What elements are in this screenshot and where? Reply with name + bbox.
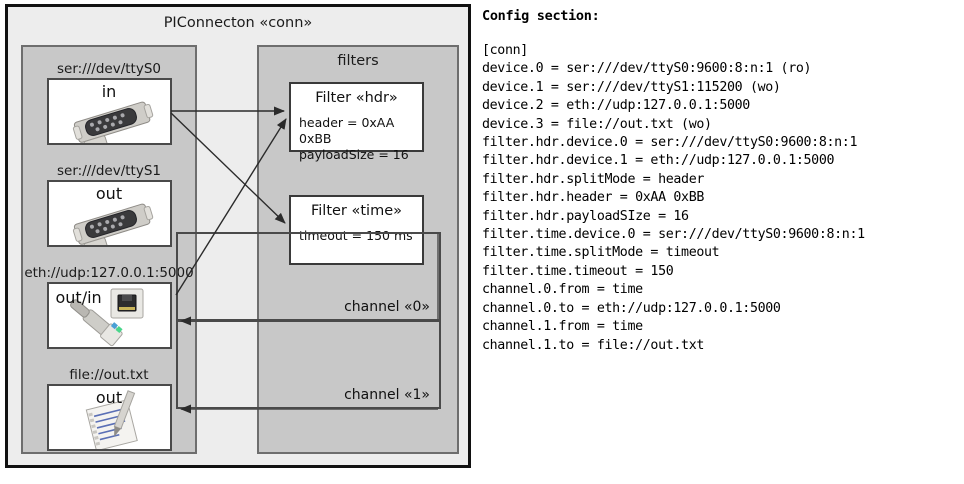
device-direction: out/in <box>55 288 102 307</box>
config-line: [conn] <box>482 43 528 58</box>
device-direction: out <box>95 388 123 407</box>
config-line: filter.hdr.header = 0xAA 0xBB <box>482 190 705 206</box>
text-file-icon <box>85 390 138 449</box>
device-eth-udp[interactable]: eth://udp:127.0.0.1:5000 out/in <box>23 265 195 349</box>
config-line: filter.time.timeout = 150 <box>482 263 674 279</box>
filter-attribute: header = 0xAA 0xBB <box>299 115 395 146</box>
device-box[interactable]: out <box>46 180 172 247</box>
channel-1-label: channel «1» <box>344 387 430 403</box>
config-line: device.2 = eth://udp:127.0.0.1:5000 <box>482 98 750 114</box>
config-heading: Config section: <box>482 8 600 24</box>
device-label: file://out.txt <box>69 367 149 383</box>
config-line: channel.1.from = time <box>482 319 643 335</box>
config-section: Config section: [conn] device.0 = ser:///… <box>482 8 960 355</box>
device-label: ser:///dev/ttyS1 <box>57 163 161 179</box>
devices-panel: ser:///dev/ttyS0 in <box>21 45 197 454</box>
channel-0-box[interactable]: channel «0» <box>176 232 441 321</box>
filter-title: Filter «hdr» <box>315 90 398 106</box>
device-box[interactable]: out/in <box>46 282 172 349</box>
device-ser-ttys0[interactable]: ser:///dev/ttyS0 in <box>23 61 195 145</box>
config-line: filter.time.splitMode = timeout <box>482 245 720 261</box>
config-line: channel.0.from = time <box>482 282 643 298</box>
device-label: eth://udp:127.0.0.1:5000 <box>24 265 194 281</box>
config-line: device.0 = ser:///dev/ttyS0:9600:8:n:1 (… <box>482 61 812 77</box>
device-ser-ttys1[interactable]: ser:///dev/ttyS1 out <box>23 163 195 247</box>
device-direction: in <box>101 82 117 101</box>
config-line: filter.hdr.device.0 = ser:///dev/ttyS0:9… <box>482 135 858 151</box>
config-line: filter.hdr.splitMode = header <box>482 171 705 187</box>
device-label: ser:///dev/ttyS0 <box>57 61 161 77</box>
filter-attribute: payloadSize = 16 <box>299 147 409 162</box>
device-direction: out <box>95 184 123 203</box>
config-line: filter.time.device.0 = ser:///dev/ttyS0:… <box>482 227 865 243</box>
config-line: channel.0.to = eth://udp:127.0.0.1:5000 <box>482 300 781 316</box>
config-line: filter.hdr.payloadSIze = 16 <box>482 208 689 224</box>
ethernet-jack-icon <box>69 288 143 347</box>
config-line: filter.hdr.device.1 = eth://udp:127.0.0.… <box>482 153 835 169</box>
filter-title: Filter «time» <box>310 203 403 219</box>
config-line: channel.1.to = file://out.txt <box>482 337 705 353</box>
channel-0-label: channel «0» <box>344 299 430 315</box>
serial-port-icon <box>72 101 153 143</box>
device-box[interactable]: in <box>46 78 172 145</box>
filter-attributes: header = 0xAA 0xBB payloadSize = 16 <box>299 115 422 163</box>
diagram-title: PIConnecton «conn» <box>163 15 313 31</box>
serial-port-icon <box>72 203 153 245</box>
config-line: device.3 = file://out.txt (wo) <box>482 116 712 132</box>
filters-panel-title: filters <box>337 53 379 69</box>
config-line: device.1 = ser:///dev/ttyS1:115200 (wo) <box>482 79 781 95</box>
config-lines: [conn] device.0 = ser:///dev/ttyS0:9600:8… <box>482 42 960 355</box>
filter-hdr[interactable]: Filter «hdr» header = 0xAA 0xBB payloadS… <box>289 82 424 162</box>
channel-1-box[interactable]: channel «1» <box>176 320 441 409</box>
device-file-out[interactable]: file://out.txt out <box>23 367 195 451</box>
connector-diagram: PIConnecton «conn» ser:///dev/ttyS0 in <box>5 4 471 468</box>
device-box[interactable]: out <box>46 384 172 451</box>
